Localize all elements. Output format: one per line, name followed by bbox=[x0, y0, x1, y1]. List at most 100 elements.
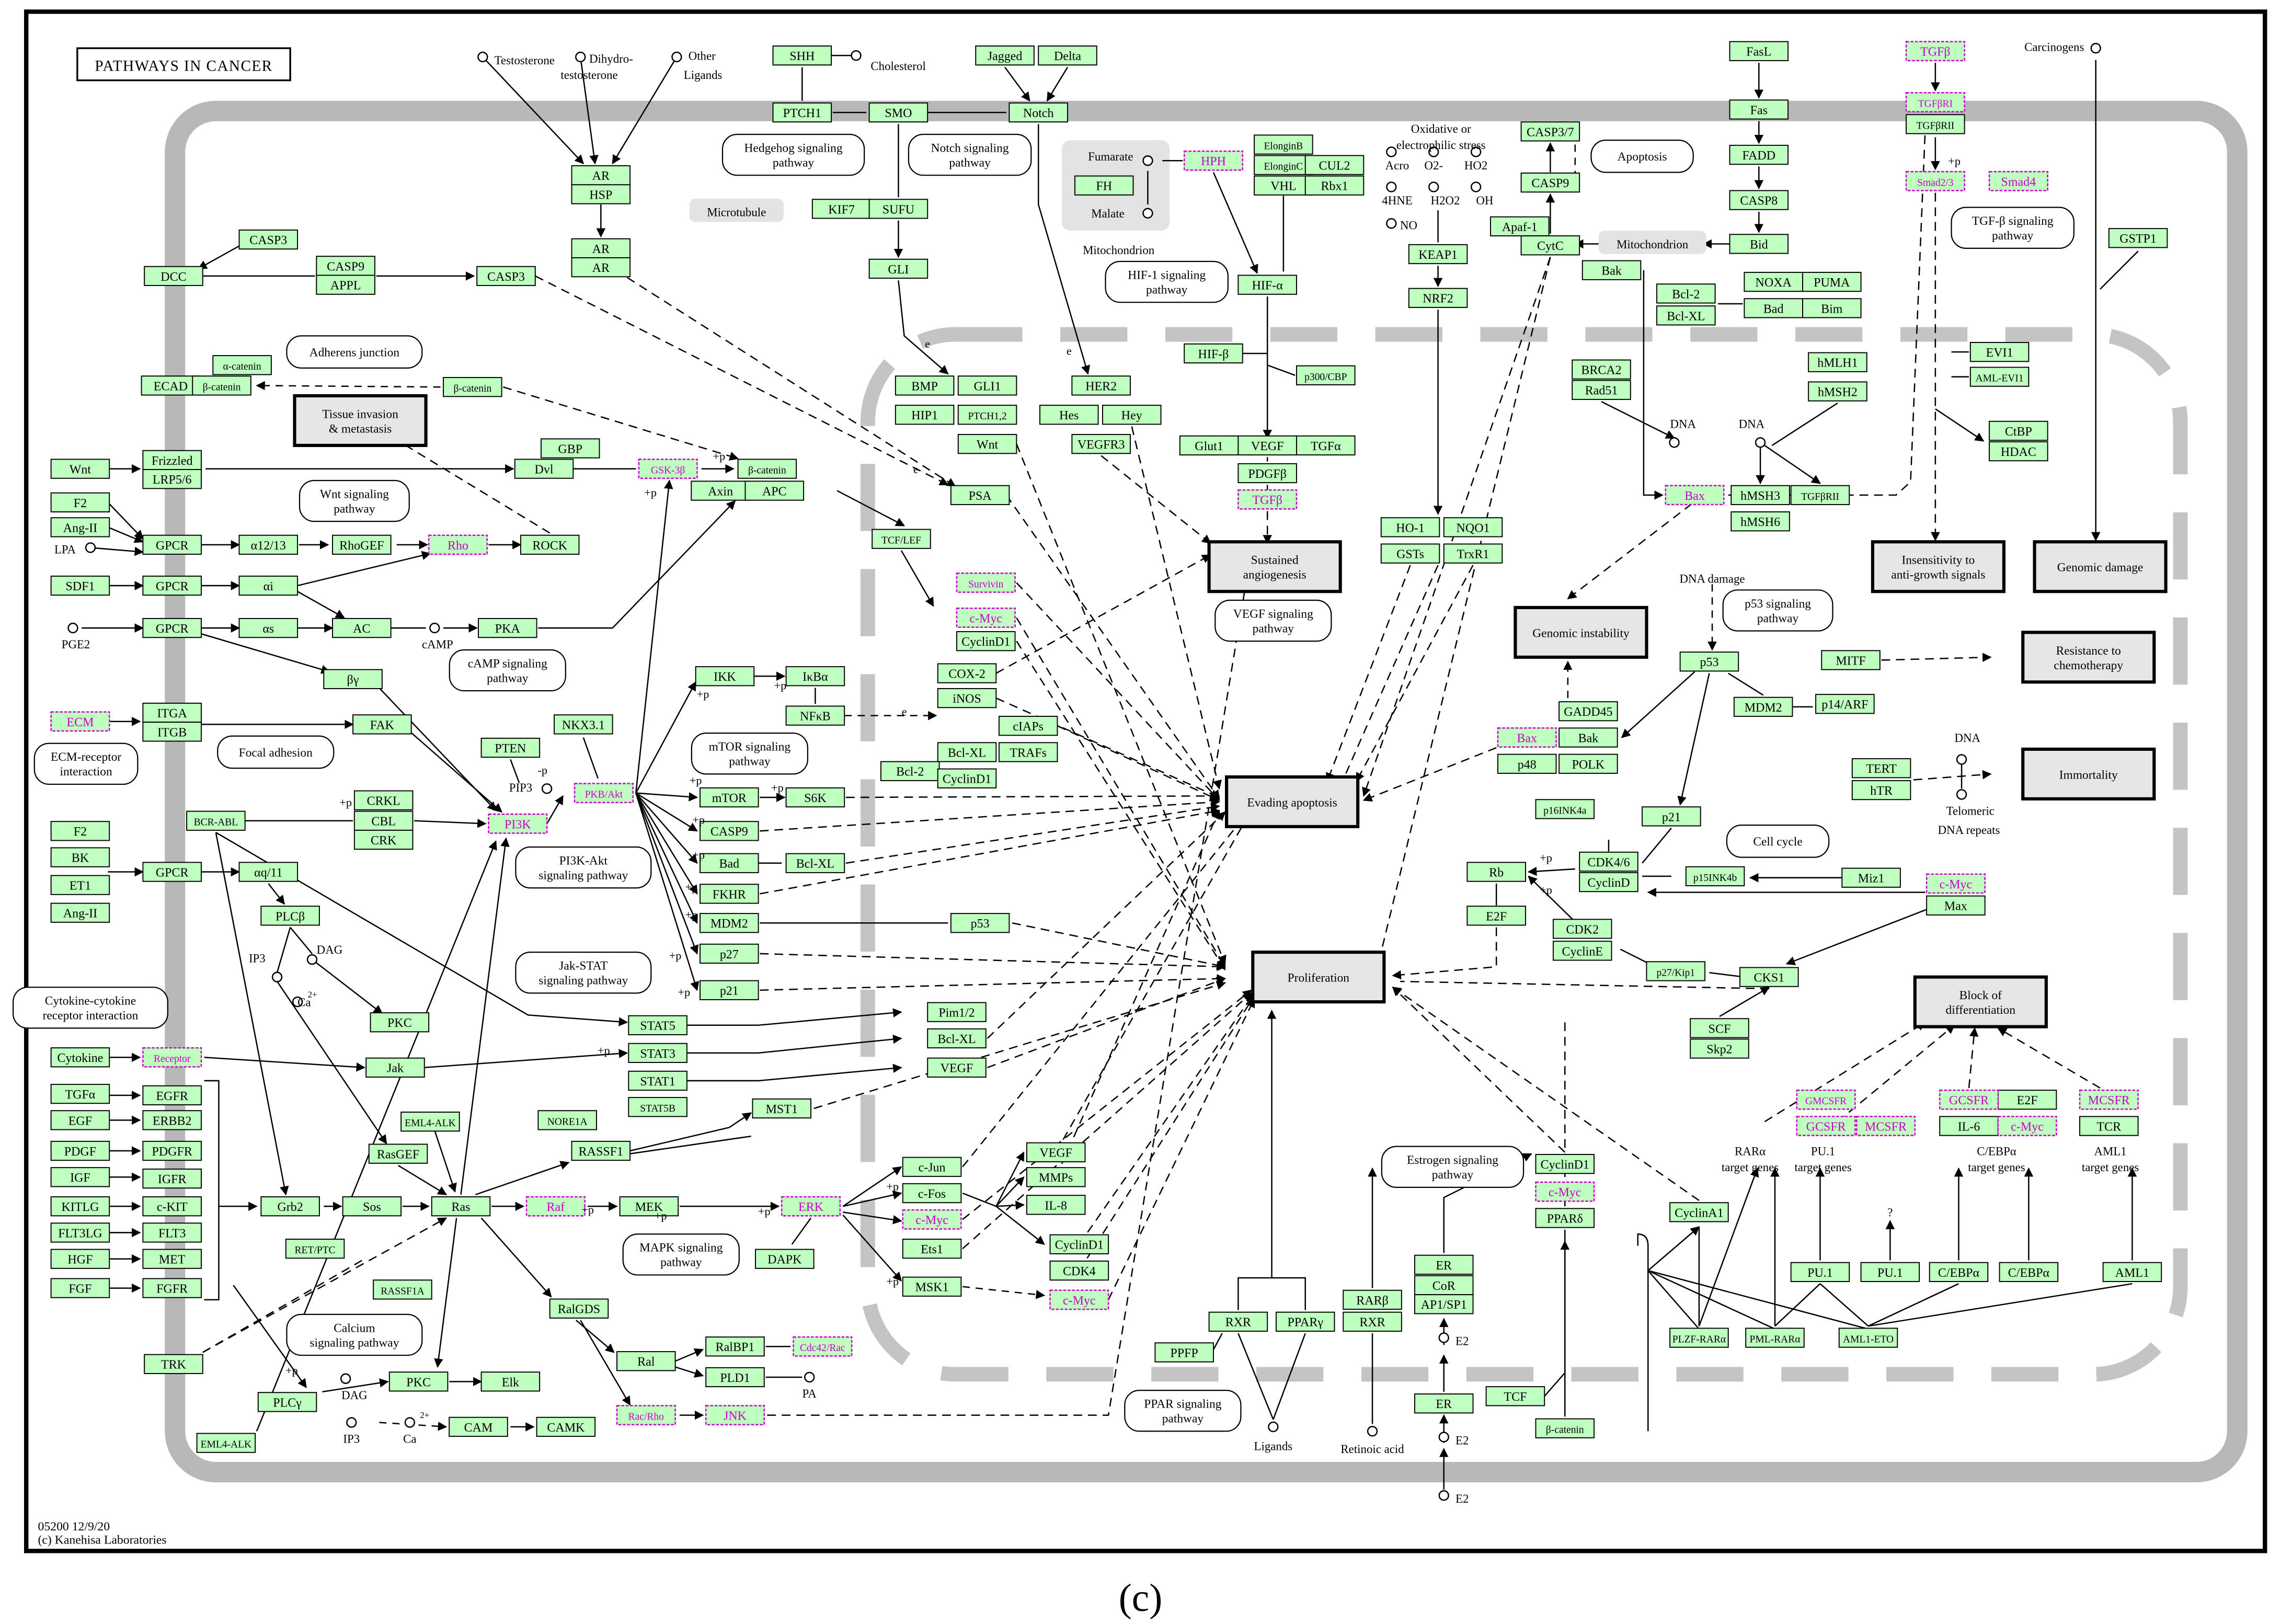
gene-box[interactable] bbox=[705, 1367, 765, 1388]
gene-egfr[interactable]: EGFR bbox=[142, 1085, 202, 1106]
gene-box[interactable] bbox=[1669, 1328, 1729, 1348]
gene-box[interactable] bbox=[785, 666, 845, 687]
pathway-oval[interactable] bbox=[1124, 1389, 1242, 1432]
gene-box[interactable] bbox=[142, 1249, 202, 1269]
gene-casp3[interactable]: CASP3 bbox=[238, 229, 299, 250]
pathway-link-apoptosis[interactable]: Apoptosis bbox=[1590, 140, 1694, 173]
gene-cam[interactable]: CAM bbox=[449, 1416, 508, 1437]
gene-box[interactable] bbox=[192, 375, 251, 396]
gene-box[interactable] bbox=[142, 575, 202, 596]
gene-box[interactable] bbox=[1414, 1254, 1474, 1275]
gene-e2f[interactable]: E2F bbox=[1466, 906, 1526, 926]
gene-box[interactable] bbox=[1860, 1262, 1920, 1282]
gene-miz1[interactable]: Miz1 bbox=[1841, 867, 1901, 888]
gene-er[interactable]: ER bbox=[1414, 1393, 1474, 1414]
gene-itgb[interactable]: ITGB bbox=[142, 722, 202, 742]
gene-hmsh2[interactable]: hMSH2 bbox=[1808, 381, 1867, 402]
gene-dcc[interactable]: DCC bbox=[144, 266, 203, 287]
pathway-oval[interactable] bbox=[1105, 260, 1229, 303]
gene-gadd45[interactable]: GADD45 bbox=[1558, 701, 1618, 722]
pathway-oval[interactable] bbox=[515, 846, 652, 889]
pathway-oval[interactable] bbox=[299, 479, 410, 522]
gene-msk1[interactable]: MSK1 bbox=[902, 1276, 962, 1297]
gene-box[interactable] bbox=[50, 1047, 110, 1068]
gene-box[interactable] bbox=[902, 1209, 962, 1230]
gene-box[interactable] bbox=[323, 669, 383, 689]
gene-inos[interactable]: iNOS bbox=[937, 688, 997, 708]
gene-crk[interactable]: CRK bbox=[353, 829, 414, 850]
gene-pdgfr[interactable]: PDGFR bbox=[142, 1140, 202, 1161]
gene-fgf[interactable]: FGF bbox=[50, 1278, 110, 1298]
gene-vegf[interactable]: VEGF bbox=[1026, 1142, 1086, 1162]
gene-nkx3-1[interactable]: NKX3.1 bbox=[554, 714, 613, 735]
gene-mdm2[interactable]: MDM2 bbox=[1733, 696, 1793, 717]
gene-box[interactable] bbox=[975, 45, 1035, 66]
gene-box[interactable] bbox=[811, 199, 872, 219]
gene-mcsfr[interactable]: MCSFR bbox=[2079, 1089, 2139, 1110]
gene-box[interactable] bbox=[514, 459, 574, 479]
gene-[interactable]: βγ bbox=[323, 669, 383, 689]
gene-tgf-ri[interactable]: TGFβRI bbox=[1905, 92, 1965, 112]
gene-tert[interactable]: TERT bbox=[1851, 758, 1911, 779]
gene-wnt[interactable]: Wnt bbox=[50, 459, 110, 479]
gene-box[interactable] bbox=[520, 534, 580, 555]
gene-box[interactable] bbox=[937, 663, 997, 683]
gene-box[interactable] bbox=[1520, 121, 1580, 142]
gene-bcl-2[interactable]: Bcl-2 bbox=[880, 761, 940, 781]
gene-smad4[interactable]: Smad4 bbox=[1988, 170, 2048, 191]
gene-c-ebp[interactable]: C/EBPα bbox=[1999, 1262, 2059, 1282]
gene-aml1-eto[interactable]: AML1-ETO bbox=[1838, 1328, 1898, 1348]
gene-box[interactable] bbox=[238, 862, 299, 882]
gene-receptor[interactable]: Receptor bbox=[142, 1047, 202, 1068]
gene-box[interactable] bbox=[927, 1057, 987, 1078]
gene-box[interactable] bbox=[1552, 919, 1612, 939]
gene-pdgf[interactable]: PDGF bbox=[50, 1140, 110, 1161]
gene-box[interactable] bbox=[1237, 275, 1297, 295]
gene-cytokine[interactable]: Cytokine bbox=[50, 1047, 110, 1068]
gene-elonginc[interactable]: ElonginC bbox=[1254, 155, 1313, 175]
gene-box[interactable] bbox=[353, 829, 414, 850]
gene-box[interactable] bbox=[700, 787, 759, 808]
gene-box[interactable] bbox=[705, 1405, 765, 1425]
gene-box[interactable] bbox=[950, 485, 1010, 506]
gene-box[interactable] bbox=[1520, 235, 1580, 256]
gene-evi1[interactable]: EVI1 bbox=[1969, 342, 2030, 362]
gene-box[interactable] bbox=[1208, 1311, 1268, 1332]
gene-catenin[interactable]: β-catenin bbox=[1535, 1418, 1595, 1438]
gene-box[interactable] bbox=[1730, 511, 1790, 532]
gene-fkhr[interactable]: FKHR bbox=[700, 884, 759, 904]
gene-pim1-2[interactable]: Pim1/2 bbox=[927, 1002, 987, 1022]
gene-box[interactable] bbox=[1414, 1275, 1474, 1296]
gene-box[interactable] bbox=[365, 1057, 425, 1078]
gene-box[interactable] bbox=[50, 1110, 110, 1130]
gene-jnk[interactable]: JNK bbox=[705, 1405, 765, 1425]
gene-box[interactable] bbox=[142, 862, 202, 882]
gene-bak[interactable]: Bak bbox=[1558, 727, 1618, 748]
gene-c-kit[interactable]: c-KIT bbox=[142, 1196, 202, 1217]
gene-tgf[interactable]: TGFβ bbox=[1237, 489, 1298, 510]
gene-box[interactable] bbox=[700, 943, 759, 964]
gene-box[interactable] bbox=[1989, 441, 2048, 462]
gene-box[interactable] bbox=[1745, 1328, 1805, 1348]
gene-pu-1[interactable]: PU.1 bbox=[1860, 1262, 1920, 1282]
gene-box[interactable] bbox=[141, 375, 201, 396]
gene-pkb-akt[interactable]: PKB/Akt bbox=[574, 783, 634, 804]
gene-box[interactable] bbox=[260, 906, 320, 926]
gene-box[interactable] bbox=[1535, 1181, 1595, 1202]
gene-box[interactable] bbox=[50, 1167, 110, 1187]
gene-box[interactable] bbox=[1296, 365, 1356, 385]
gene-box[interactable] bbox=[196, 1433, 256, 1453]
pathway-oval[interactable] bbox=[721, 133, 865, 176]
gene-tgf[interactable]: TGFα bbox=[1296, 435, 1356, 456]
gene-box[interactable] bbox=[525, 1196, 586, 1217]
gene-box[interactable] bbox=[1414, 1294, 1474, 1314]
gene-cyclind1[interactable]: CyclinD1 bbox=[956, 631, 1016, 651]
gene-p15ink4b[interactable]: p15INK4b bbox=[1685, 866, 1745, 887]
pathway-oval[interactable] bbox=[1214, 599, 1332, 642]
pathway-oval[interactable] bbox=[449, 649, 566, 692]
gene-12-13[interactable]: α12/13 bbox=[238, 534, 299, 555]
gene-igfr[interactable]: IGFR bbox=[142, 1168, 202, 1189]
